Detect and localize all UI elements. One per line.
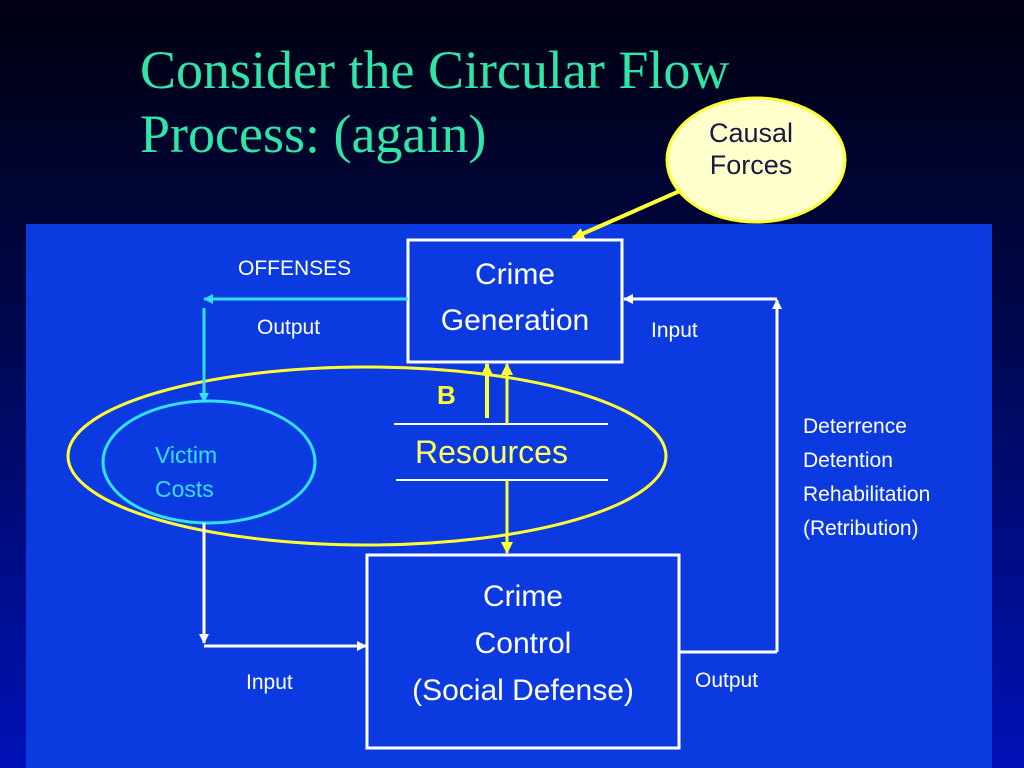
victim-costs-ellipse	[101, 399, 317, 525]
crime-generation-box	[406, 238, 624, 364]
crime-generation-line-1: Crime	[475, 258, 555, 291]
crime-control-line-3: (Social Defense)	[412, 674, 634, 707]
offenses-label: OFFENSES	[238, 257, 352, 280]
input-top-label: Input	[651, 319, 698, 342]
crime-control-line-1: Crime	[483, 580, 563, 613]
victim-costs-line-1: Victim	[155, 442, 218, 468]
response-rehabilitation: Rehabilitation	[803, 483, 931, 506]
causal-forces-ellipse	[665, 96, 847, 224]
responses-list: Deterrence Detention Rehabilitation (Ret…	[803, 410, 930, 546]
victim-costs-line-2: Costs	[155, 476, 214, 502]
crime-control-label: Crime Control (Social Defense)	[367, 573, 679, 714]
response-retribution: (Retribution)	[803, 517, 919, 540]
crime-generation-line-2: Generation	[440, 304, 590, 337]
input-bottom-label: Input	[246, 671, 293, 694]
response-detention: Detention	[803, 449, 893, 472]
diagram-panel	[26, 224, 992, 768]
victim-costs-label: Victim Costs	[155, 438, 217, 506]
crime-generation-label: Crime Generation	[408, 252, 622, 344]
causal-forces-arrow	[572, 188, 683, 240]
causal-forces-label: Causal Forces	[664, 117, 838, 181]
title-line-2: Process: (again)	[140, 104, 487, 164]
crime-control-line-2: Control	[474, 627, 572, 660]
output-top-label: Output	[257, 316, 321, 339]
title-line-1: Consider the Circular Flow	[140, 40, 730, 100]
causal-line-1: Causal	[708, 118, 794, 148]
output-bottom-label: Output	[695, 669, 759, 692]
resources-ellipse	[66, 365, 668, 547]
resources-label: Resources	[415, 434, 568, 470]
response-deterrence: Deterrence	[803, 415, 907, 438]
causal-line-2: Forces	[709, 150, 793, 180]
slide-title: Consider the Circular Flow Process: (aga…	[140, 38, 729, 166]
b-marker-label: B	[437, 380, 456, 410]
